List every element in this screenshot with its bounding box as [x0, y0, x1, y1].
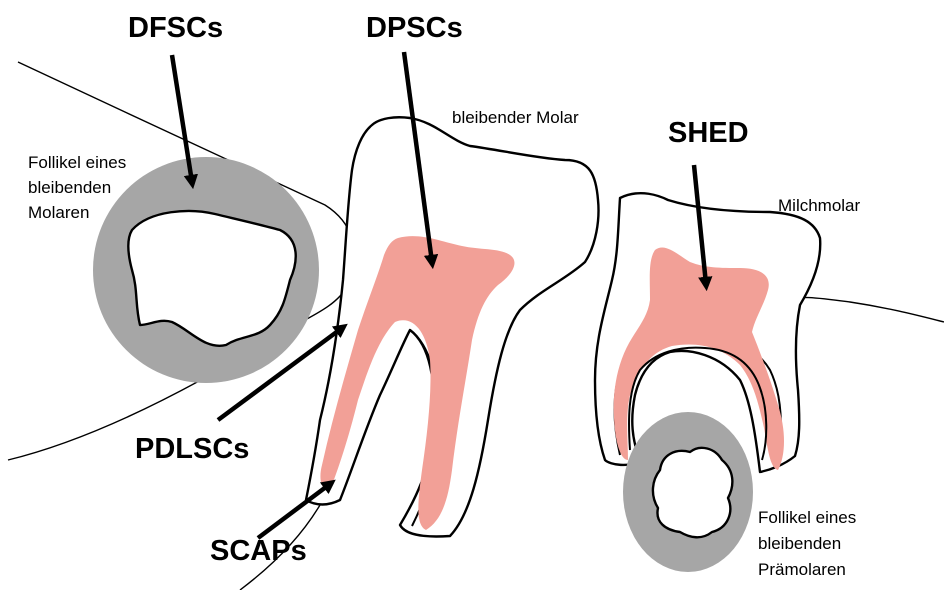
label-dpscs: DPSCs — [366, 12, 463, 44]
follicle-premolar-cavity — [653, 448, 732, 537]
label-follicle-premolar: Follikel eines bleibenden Prämolaren — [758, 508, 861, 579]
label-follicle-molar-line-2: bleibenden — [28, 178, 111, 197]
label-follicle-premolar-line-3: Prämolaren — [758, 560, 846, 579]
label-follicle-molar-line-3: Molaren — [28, 203, 89, 222]
label-follicle-premolar-line-1: Follikel eines — [758, 508, 856, 527]
label-pdlscs: PDLSCs — [135, 433, 249, 465]
label-follicle-premolar-line-2: bleibenden — [758, 534, 841, 553]
label-scaps: SCAPs — [210, 535, 307, 567]
label-shed: SHED — [668, 117, 749, 149]
label-follicle-molar-line-1: Follikel eines — [28, 153, 126, 172]
label-permanent-molar: bleibender Molar — [452, 108, 579, 127]
permanent-molar — [306, 117, 598, 536]
follicle-premolar — [623, 412, 753, 572]
label-dfscs: DFSCs — [128, 12, 223, 44]
arrow-scaps — [258, 484, 330, 538]
follicle-permanent-molar — [93, 157, 319, 383]
label-primary-molar: Milchmolar — [778, 196, 861, 215]
